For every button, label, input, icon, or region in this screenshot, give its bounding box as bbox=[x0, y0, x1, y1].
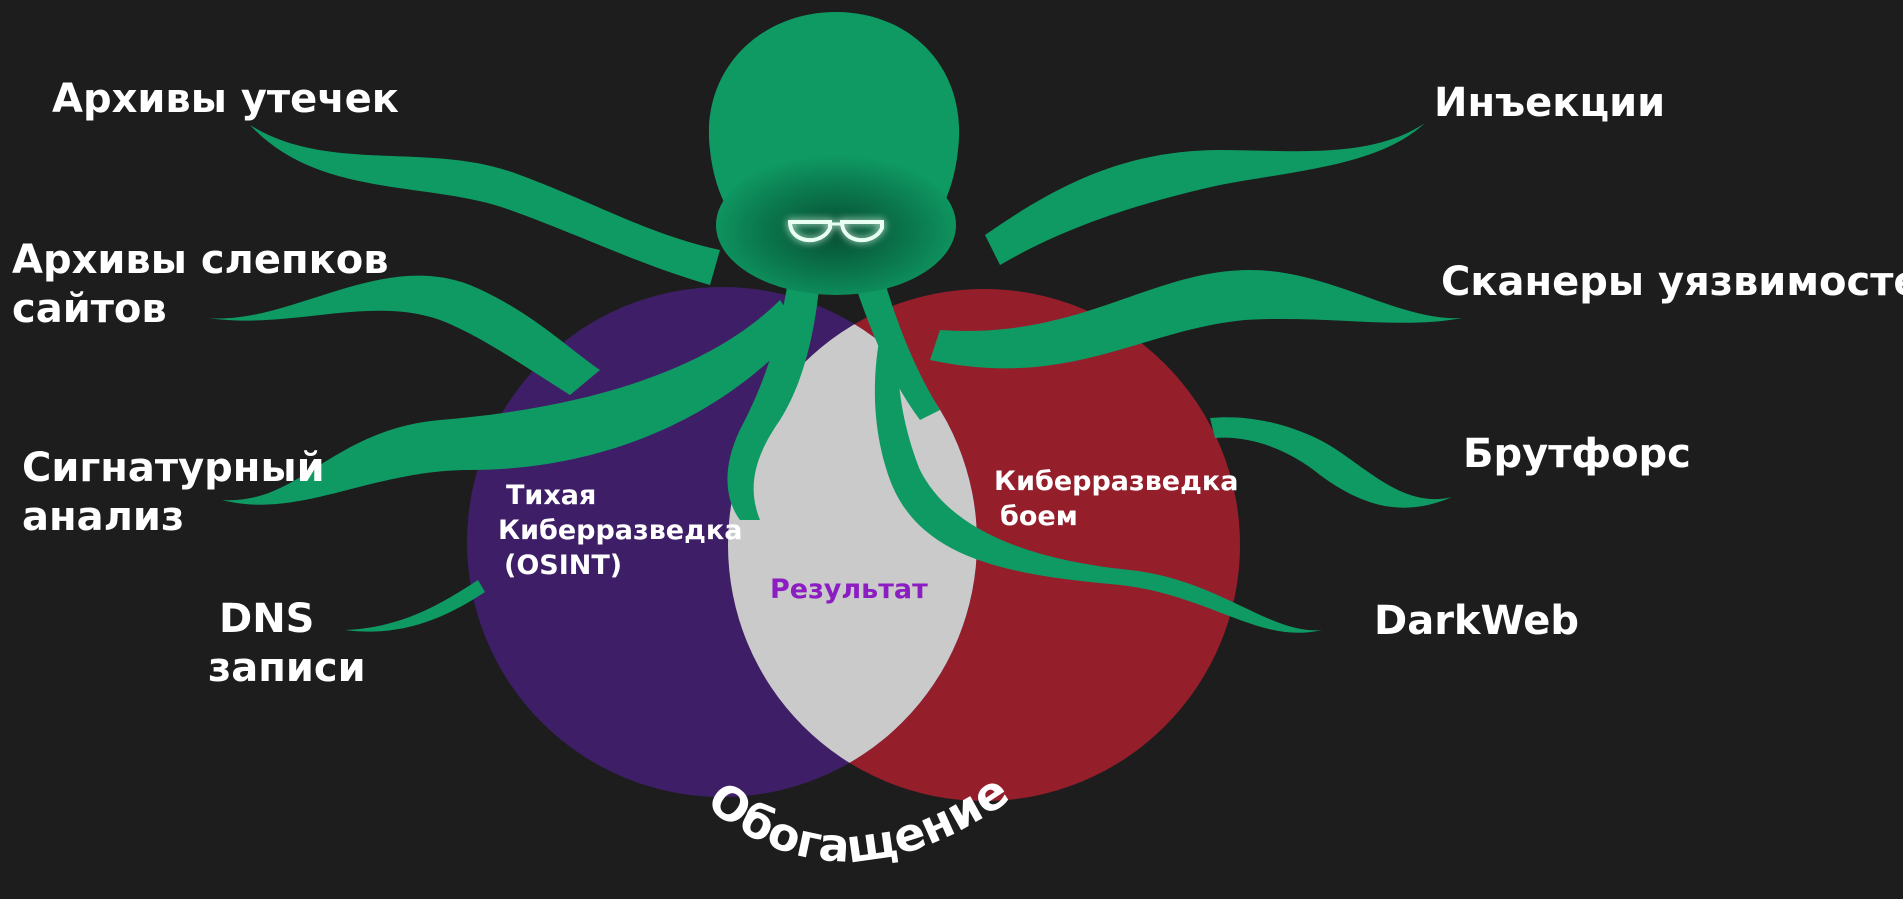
label-dns-line2: записи bbox=[208, 645, 366, 691]
label-injections: Инъекции bbox=[1434, 80, 1665, 126]
result-label: Результат bbox=[770, 574, 928, 605]
label-vuln-scanners: Сканеры уязвимостей bbox=[1441, 259, 1903, 305]
tentacle-injections bbox=[985, 123, 1425, 265]
passive-label-line1: Тихая bbox=[506, 480, 596, 511]
label-signature-line2: анализ bbox=[22, 494, 184, 540]
active-label-line2: боем bbox=[1000, 501, 1078, 532]
label-site-archives-line1: Архивы слепков bbox=[12, 237, 389, 283]
tentacle-bruteforce bbox=[1210, 417, 1452, 508]
label-leak-archives: Архивы утечек bbox=[52, 76, 399, 122]
tentacle-dns bbox=[345, 580, 485, 632]
label-signature-line1: Сигнатурный bbox=[22, 445, 325, 491]
passive-label-line3: (OSINT) bbox=[504, 550, 622, 581]
passive-label-line2: Киберразведка bbox=[498, 515, 742, 546]
label-dns-line1: DNS bbox=[219, 596, 315, 642]
active-label-line1: Киберразведка bbox=[994, 466, 1238, 497]
label-darkweb: DarkWeb bbox=[1374, 598, 1579, 644]
label-bruteforce: Брутфорс bbox=[1463, 431, 1691, 477]
label-site-archives-line2: сайтов bbox=[12, 286, 167, 332]
